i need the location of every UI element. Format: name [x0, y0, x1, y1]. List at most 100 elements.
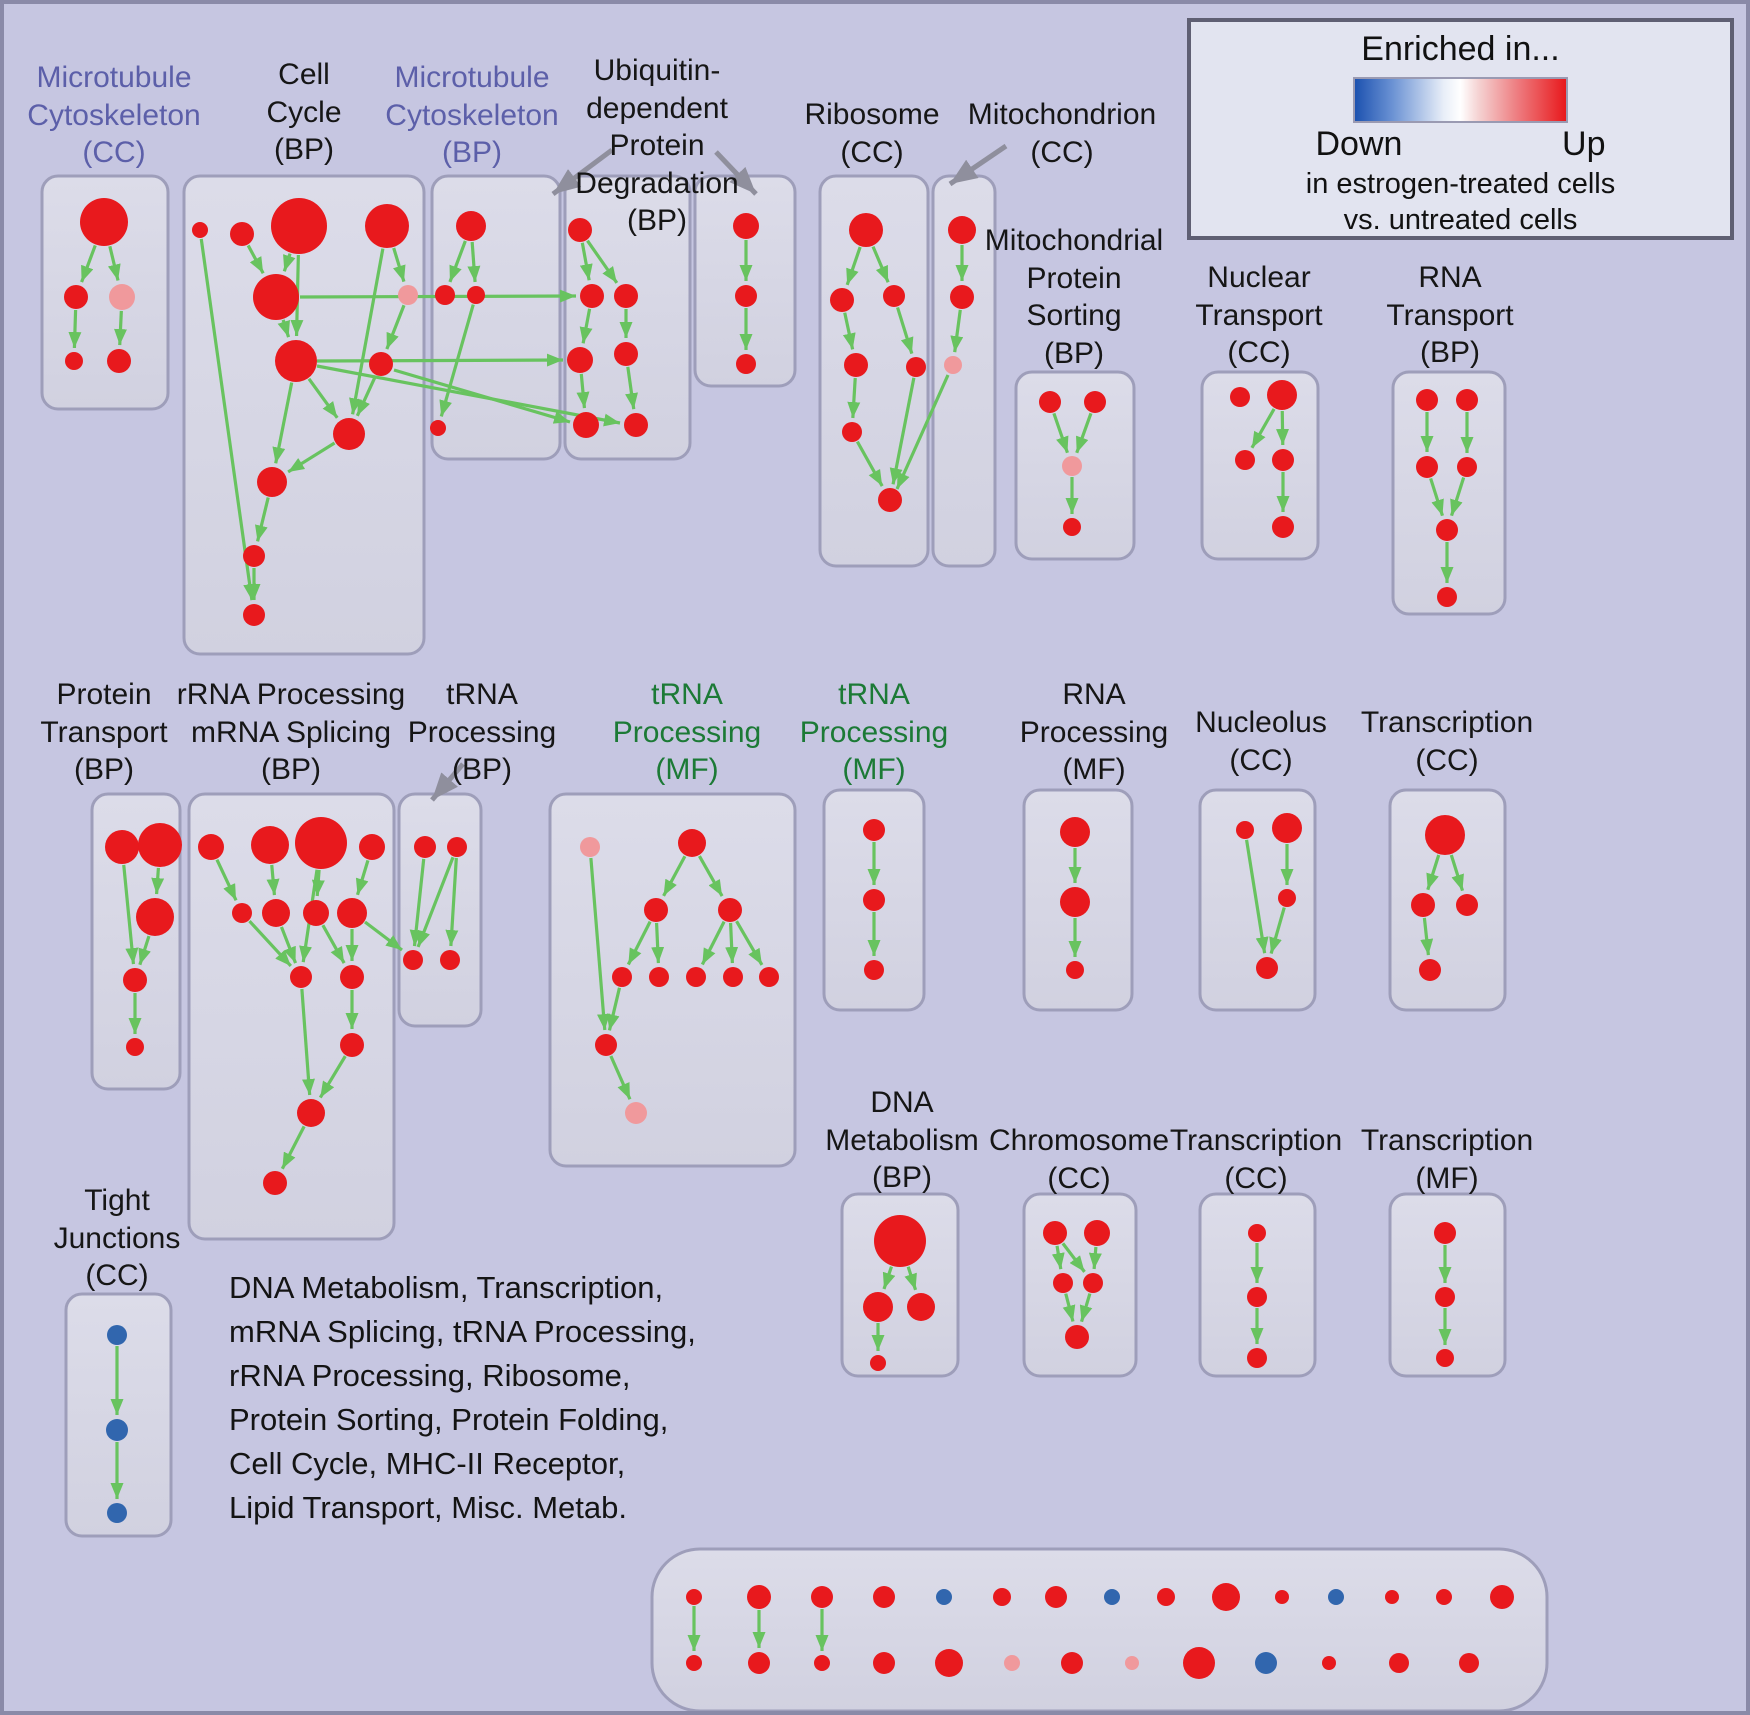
legend: Enriched in... Down Up in estrogen-treat…	[1187, 18, 1734, 240]
go-term-node	[430, 420, 446, 436]
go-term-node	[718, 898, 742, 922]
go-term-node	[849, 213, 883, 247]
relation-edge	[725, 922, 739, 964]
go-term-node	[232, 903, 252, 923]
go-term-node	[447, 837, 467, 857]
go-term-node	[1065, 1325, 1089, 1349]
relation-edge	[889, 377, 916, 485]
go-term-node	[723, 967, 743, 987]
go-term-node	[614, 284, 638, 308]
go-term-node	[138, 823, 182, 867]
go-term-node	[1275, 1590, 1289, 1604]
protein-transport-bp-panel	[90, 792, 182, 1091]
go-term-node	[107, 1503, 127, 1523]
go-term-node	[1230, 387, 1250, 407]
go-term-node	[830, 288, 854, 312]
relation-edge	[1269, 907, 1286, 955]
go-term-node	[612, 967, 632, 987]
go-term-node	[403, 950, 423, 970]
go-term-node	[1060, 817, 1090, 847]
go-term-node	[614, 342, 638, 366]
go-term-node	[878, 488, 902, 512]
go-term-node	[863, 889, 885, 911]
go-term-node	[136, 898, 174, 936]
go-term-node	[993, 1588, 1011, 1606]
relation-edge	[1052, 412, 1069, 454]
network-diagram	[40, 143, 1549, 1711]
go-term-node	[1104, 1589, 1120, 1605]
go-term-node	[844, 353, 868, 377]
relation-edge	[355, 859, 370, 896]
relation-edge	[651, 922, 665, 964]
relation-edge	[1075, 412, 1093, 454]
go-term-node	[842, 422, 862, 442]
relation-edge	[1276, 410, 1290, 446]
relation-edge	[896, 306, 914, 355]
relation-edge	[950, 309, 964, 353]
go-term-node	[863, 1292, 893, 1322]
go-term-node	[440, 950, 460, 970]
go-term-node	[337, 898, 367, 928]
relation-edge	[625, 366, 638, 410]
go-term-node	[1272, 813, 1302, 843]
go-term-node	[580, 284, 604, 308]
go-term-node	[1212, 1583, 1240, 1611]
misc-category-text: DNA Metabolism, Transcription, mRNA Spli…	[229, 1270, 696, 1526]
go-term-node	[747, 1585, 771, 1609]
relation-edge	[199, 238, 257, 601]
go-term-node	[1437, 587, 1457, 607]
relation-edge	[151, 867, 165, 895]
go-term-node	[64, 285, 88, 309]
relation-edge	[847, 377, 861, 419]
relation-edge	[1429, 477, 1444, 517]
transcription-cc-1-panel	[1388, 788, 1507, 1012]
go-term-node	[1063, 518, 1081, 536]
go-term-node	[870, 1355, 886, 1371]
go-term-node	[686, 1589, 702, 1605]
go-term-node	[573, 412, 599, 438]
go-term-node	[435, 285, 455, 305]
rna-transport-bp-panel	[1391, 370, 1507, 616]
go-term-node	[748, 1652, 770, 1674]
go-term-node	[123, 968, 147, 992]
go-term-node	[1183, 1647, 1215, 1679]
relation-edge	[609, 1055, 632, 1100]
relation-edge	[409, 858, 426, 947]
go-term-node	[935, 1649, 963, 1677]
go-term-node	[295, 817, 347, 869]
relation-edge	[448, 240, 467, 283]
go-term-node	[686, 1655, 702, 1671]
go-term-node	[1328, 1589, 1344, 1605]
relation-edge	[307, 377, 339, 419]
relation-edge	[1450, 477, 1466, 517]
relation-edge	[606, 987, 622, 1031]
go-term-node	[1248, 1224, 1266, 1242]
go-term-node	[1385, 1590, 1399, 1604]
relation-edge	[279, 926, 298, 964]
go-term-node	[649, 967, 669, 987]
ubiquitin-pointer-right-arrow	[714, 150, 758, 196]
relation-edge	[1244, 839, 1269, 954]
go-term-node	[1459, 1653, 1479, 1673]
go-term-node	[625, 1102, 647, 1124]
relation-edge	[662, 855, 687, 897]
go-term-node	[467, 286, 485, 304]
go-term-node	[644, 898, 668, 922]
go-term-node	[814, 1655, 830, 1671]
go-term-node	[1256, 957, 1278, 979]
relation-edge	[445, 857, 459, 947]
go-term-node	[1419, 959, 1441, 981]
go-term-node	[65, 352, 83, 370]
go-term-node	[297, 1099, 325, 1127]
relation-edge	[318, 1055, 347, 1099]
go-term-node	[1272, 449, 1294, 471]
go-term-node	[1247, 1348, 1267, 1368]
go-term-node	[1267, 380, 1297, 410]
go-term-node	[263, 1171, 287, 1195]
go-term-node	[580, 837, 600, 857]
cross-panel-edge	[364, 920, 403, 952]
legend-gradient-bar	[1353, 77, 1568, 123]
relation-edge	[626, 920, 652, 966]
cross-panel-edge	[393, 368, 571, 424]
go-term-node	[303, 900, 329, 926]
